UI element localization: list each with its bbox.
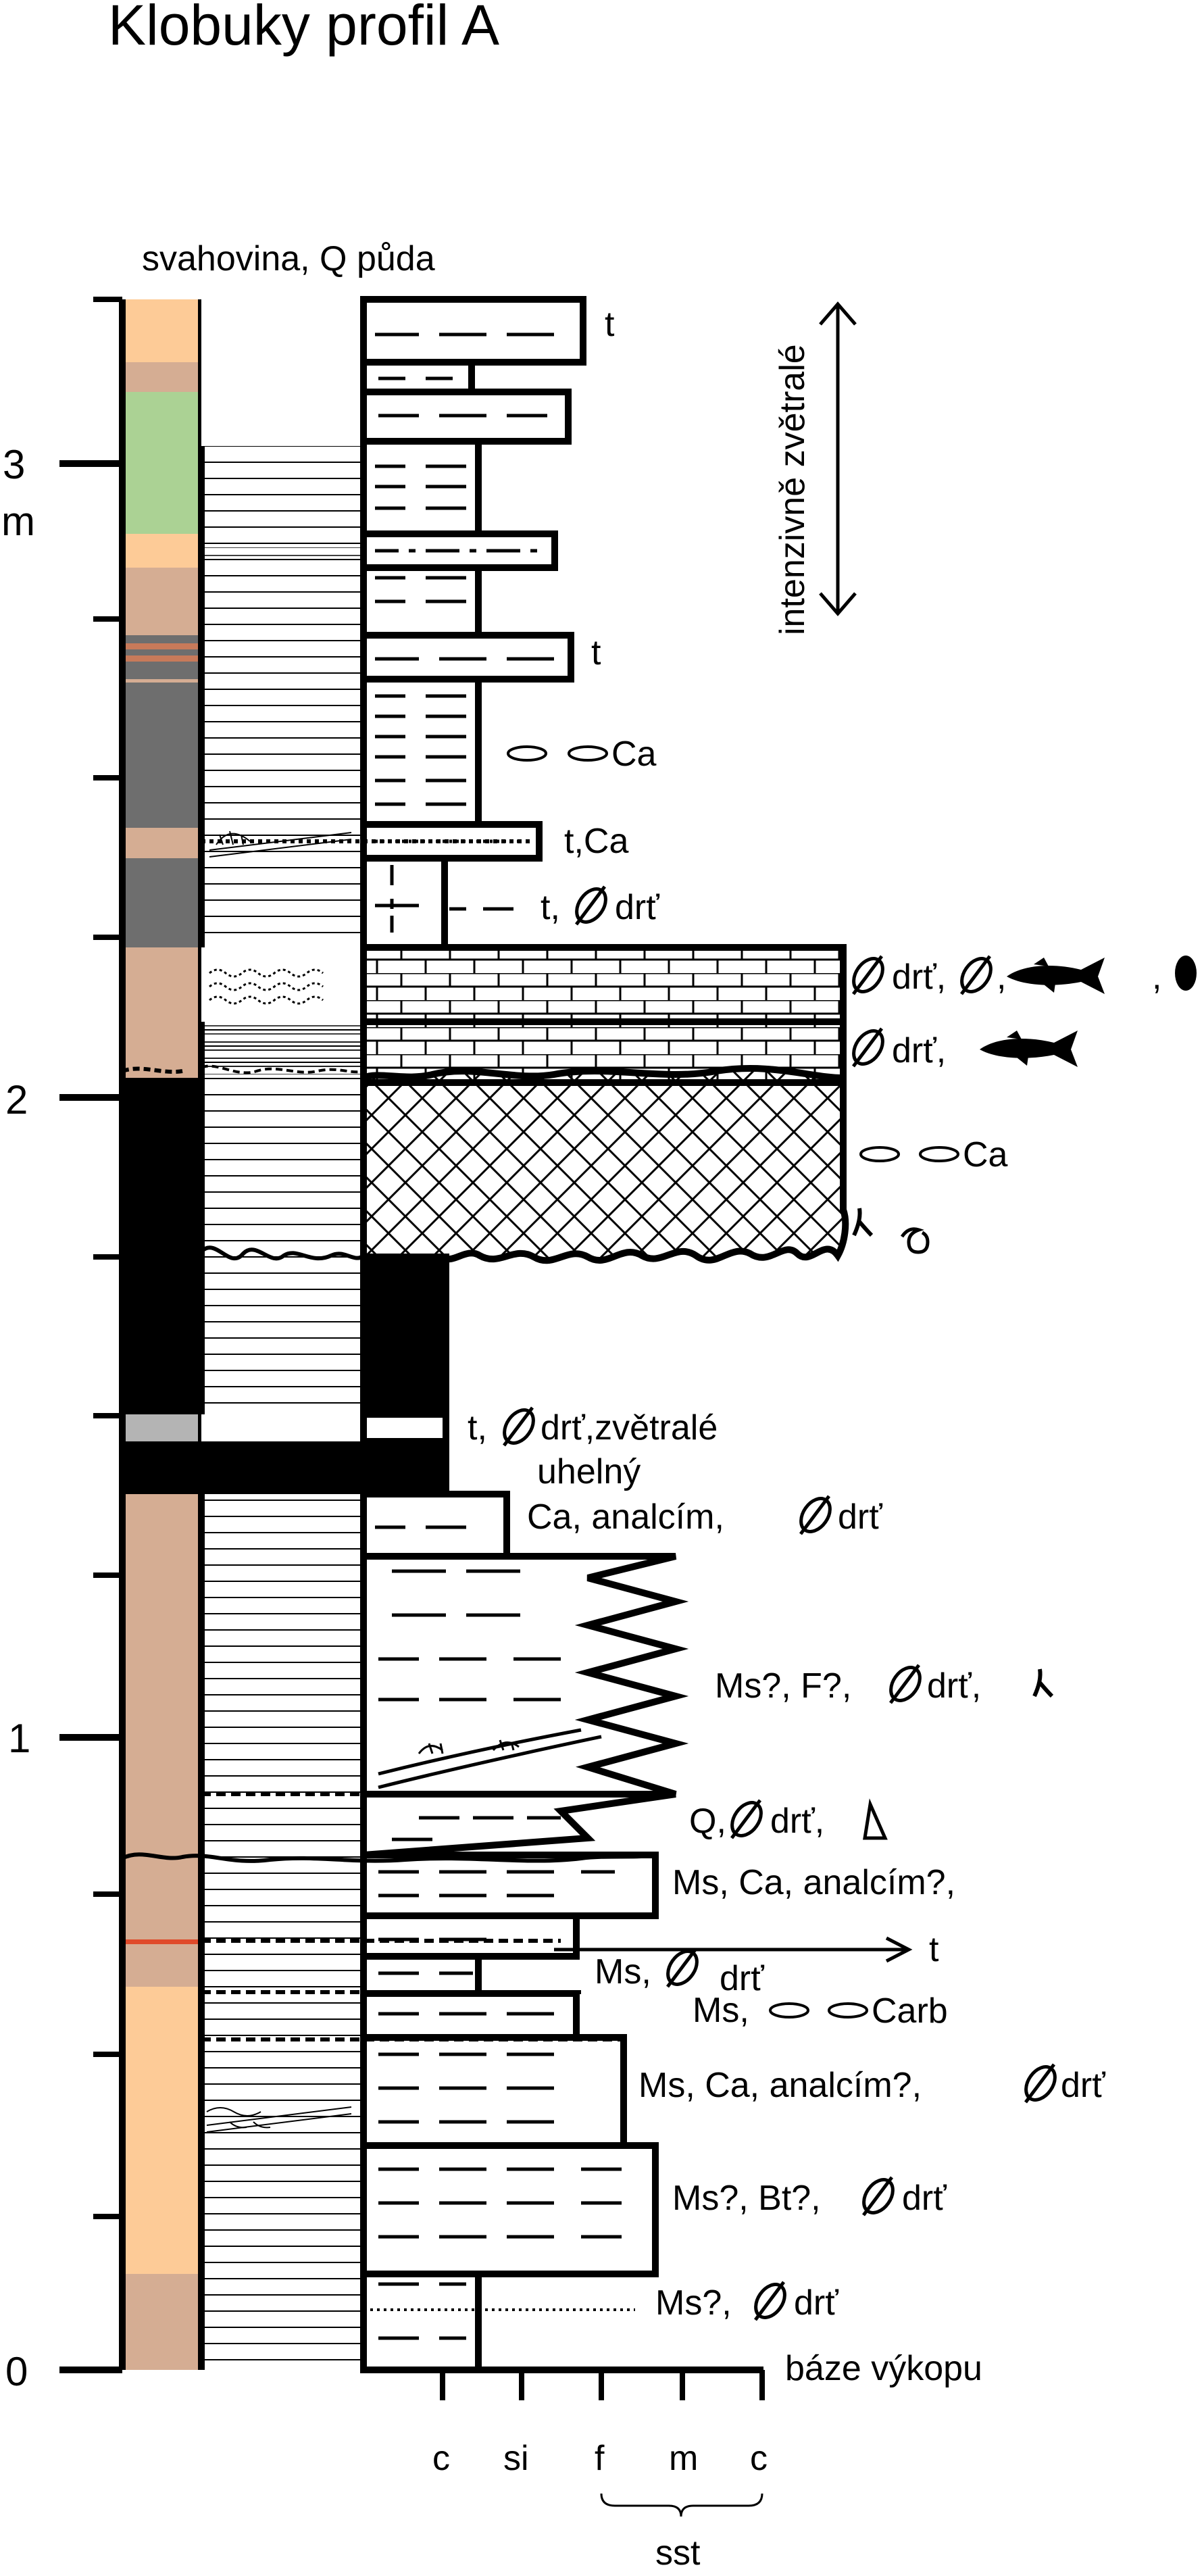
top-label: svahovina, Q půda [142, 239, 435, 278]
leaf-icon [1020, 2062, 1061, 2106]
burrow-icon [854, 1208, 872, 1235]
bed-20 [360, 1852, 659, 1919]
annotation-a16b: Carb [872, 1991, 948, 2031]
axis-label-f: f [595, 2439, 605, 2478]
unit-label: m [1, 499, 35, 544]
bed-26 [360, 2271, 482, 2373]
fish-icon [980, 1031, 1078, 1067]
leaf-icon [499, 1405, 539, 1449]
lens-icon [769, 2002, 809, 2018]
leaf-icon [848, 953, 888, 997]
structure-column [199, 299, 367, 2370]
triangle-icon [863, 1798, 888, 1840]
bed-18-zigzag [360, 1553, 689, 1798]
leaf-icon [885, 1662, 926, 1706]
bed-01 [360, 296, 586, 366]
annotation-a11b: drť [838, 1497, 882, 1537]
axis-label-c2: c [750, 2439, 768, 2478]
leaf-icon [848, 1026, 888, 1070]
bed-13-crosshatch [360, 1065, 849, 1264]
bed-21 [360, 1912, 580, 1960]
annotation-a15: Ms, [595, 1952, 651, 1991]
annotation-a6b: , [997, 958, 1006, 997]
annotation-a18b: drť [902, 2179, 947, 2218]
annotation-a5: t, [541, 888, 560, 927]
annotation-a2: t [591, 633, 601, 672]
annotations: t t Ca t,Ca t, drť drť, , , drť, Ca t, d… [449, 305, 1197, 2323]
brace-icon [600, 2493, 763, 2517]
tick-label-3: 3 [3, 442, 25, 487]
bed-15 [360, 1411, 449, 1445]
bed-16-coal [360, 1438, 449, 1497]
annotation-a12: Ms?, F?, [715, 1666, 851, 1706]
depth-scale: 0 1 2 3 m [1, 297, 126, 2394]
axis-label-c1: c [432, 2439, 450, 2478]
axis-label-si: si [503, 2439, 529, 2478]
base-label: báze výkopu [785, 2349, 982, 2388]
leaf-icon [571, 884, 611, 928]
annotation-a18: Ms?, Bt?, [672, 2179, 821, 2218]
color-column [119, 299, 205, 2370]
lens-icon [507, 745, 547, 762]
bed-11 [360, 944, 847, 1025]
annotation-a6: drť, [892, 958, 946, 997]
leaf-icon [662, 1946, 703, 1990]
bed-17 [360, 1491, 510, 1560]
annotation-a15c: t [929, 1930, 939, 1969]
annotation-a13b: drť, [770, 1802, 824, 1841]
annotation-a13: Q, [689, 1802, 726, 1841]
annotation-a3: Ca [611, 735, 657, 774]
annotation-a7: drť, [892, 1031, 946, 1070]
leaf-icon [956, 953, 997, 997]
contact-lines [121, 839, 676, 2311]
annotation-a11: Ca, analcím, [527, 1497, 724, 1537]
fish-icon [1007, 958, 1105, 994]
sand-group-label: sst [655, 2533, 701, 2573]
arrow-icon [554, 1936, 913, 1963]
lens-icon [859, 1146, 900, 1162]
tick-label-0: 0 [5, 2349, 28, 2394]
annotation-a5b: drť [615, 888, 659, 927]
annotation-a15b: drť [720, 1959, 764, 1998]
annotation-a17b: drť [1061, 2066, 1105, 2105]
annotation-a1: t [605, 305, 615, 344]
annotation-a6c: , [1152, 958, 1161, 997]
annotation-a19: Ms?, [655, 2283, 732, 2323]
double-arrow-icon [819, 301, 857, 616]
bed-19 [360, 1791, 676, 1859]
annotation-a14: Ms, Ca, analcím?, [672, 1863, 955, 1902]
annotation-a19b: drť [794, 2283, 838, 2323]
annotation-a12b: drť, [927, 1666, 981, 1706]
annotation-a9b: drť,zvětralé [541, 1408, 718, 1447]
leaf-icon [795, 1493, 836, 1537]
tick-label-1: 1 [8, 1716, 30, 1761]
lens-icon [828, 2002, 868, 2018]
burrow-icon [1034, 1669, 1052, 1696]
annotation-a17: Ms, Ca, analcím?, [638, 2066, 922, 2105]
annotation-a10: uhelný [537, 1452, 641, 1491]
bed-14-coal [360, 1254, 449, 1418]
leaf-icon [750, 2279, 791, 2323]
bed-10 [360, 855, 448, 951]
lens-icon [568, 745, 608, 762]
lens-icon [919, 1146, 959, 1162]
annotation-a4: t,Ca [564, 822, 628, 861]
tick-label-2: 2 [5, 1077, 28, 1122]
leaf-icon [726, 1798, 767, 1841]
annotation-a16: Ms, [693, 1991, 749, 2030]
trace-icon [900, 1227, 930, 1254]
bed-25 [360, 2142, 659, 2277]
grain-size-axis: c si f m c sst báze výkopu [363, 2349, 982, 2573]
page-title: Klobuky profil A [108, 0, 499, 57]
seed-icon [1175, 956, 1197, 991]
annotation-a9: t, [468, 1408, 487, 1447]
side-label: intenzivně zvětralé [773, 344, 812, 635]
leaf-icon [858, 2175, 899, 2219]
annotation-a8: Ca [963, 1135, 1008, 1174]
axis-label-m: m [669, 2439, 698, 2478]
